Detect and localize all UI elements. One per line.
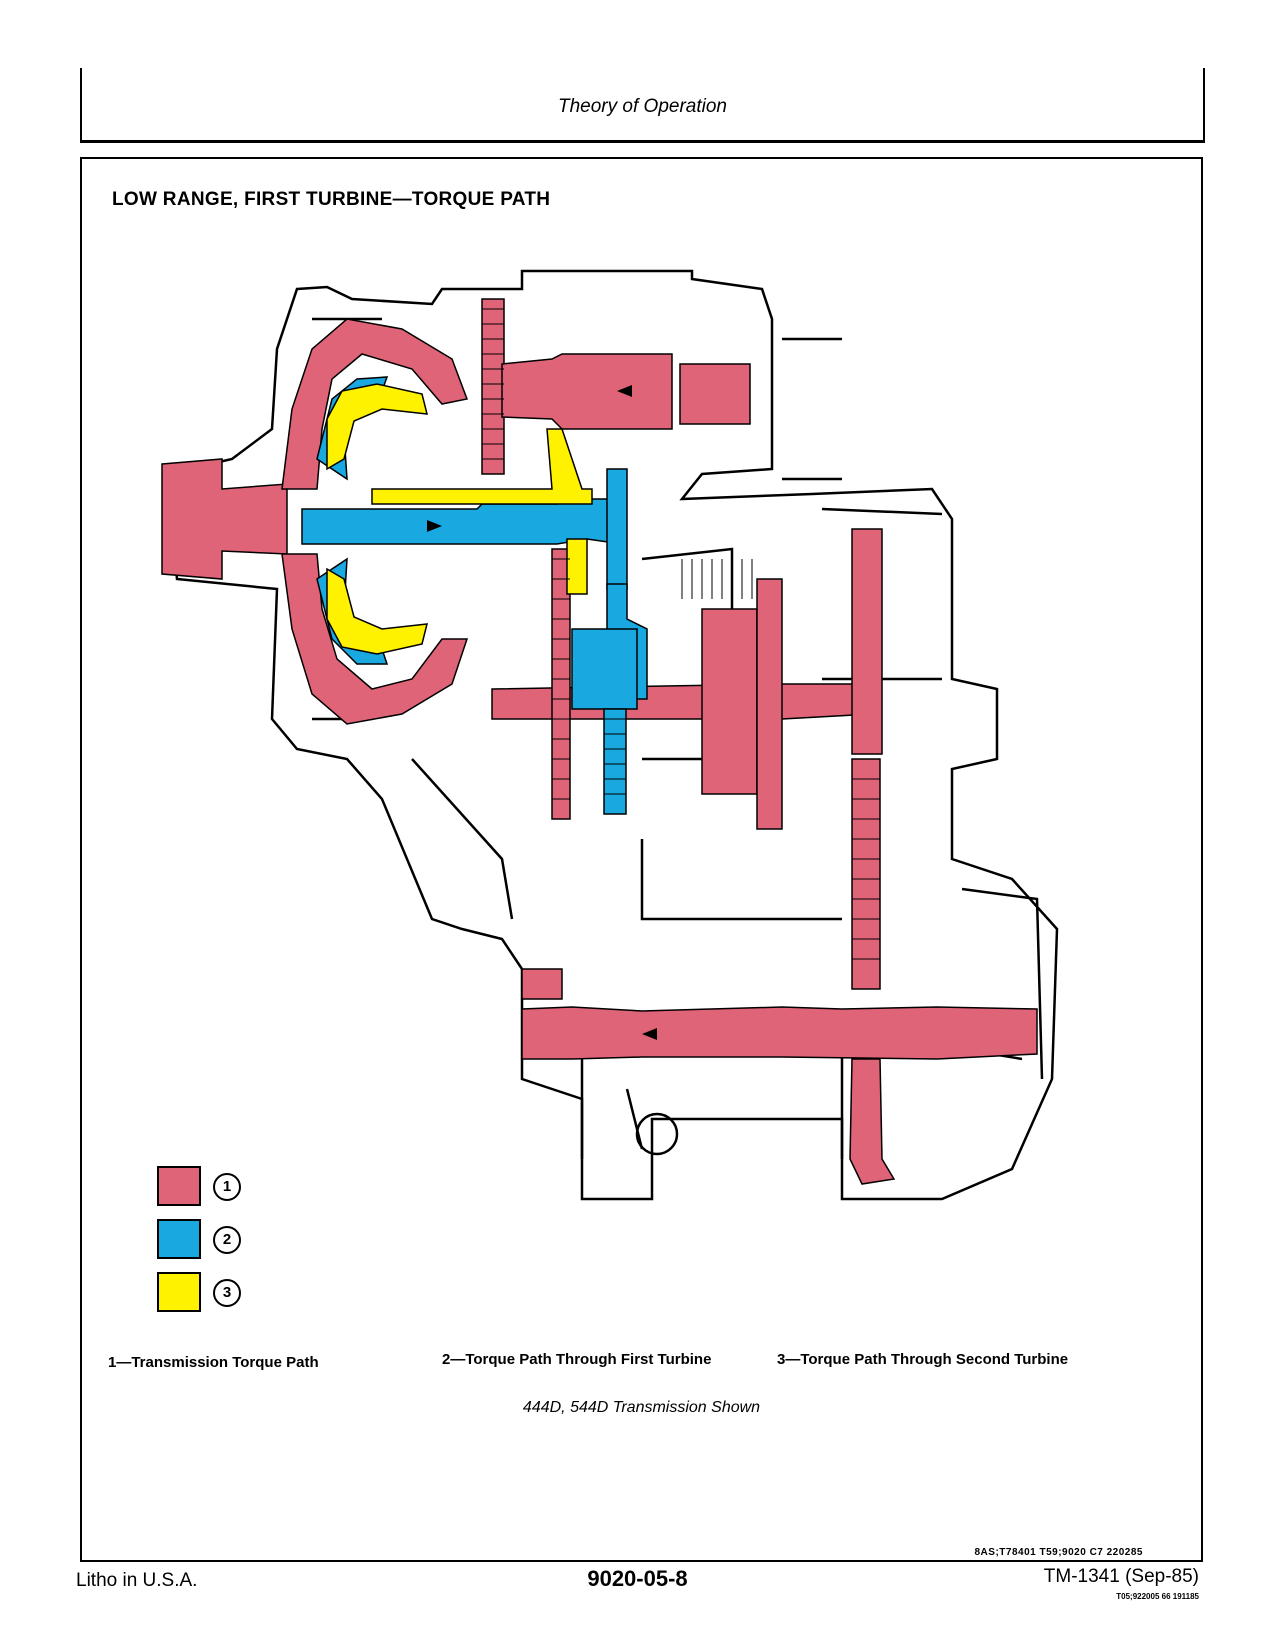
header-frame: Theory of Operation (80, 68, 1205, 143)
legend-swatch-blue (157, 1219, 201, 1259)
legend-item-2: 2 (157, 1219, 257, 1259)
caption-1: 1—Transmission Torque Path (108, 1354, 319, 1371)
first-turbine-gear (571, 628, 638, 710)
section-title: Theory of Operation (558, 96, 727, 117)
legend-number-1: 1 (213, 1173, 241, 1201)
figure-reference-code: 8AS;T78401 T59;9020 C7 220285 (974, 1547, 1143, 1558)
main-shaft (491, 683, 873, 720)
transmission-cutaway-diagram (161, 269, 1059, 1201)
input-flange (161, 458, 288, 580)
page-number: 9020-05-8 (587, 1566, 688, 1591)
figure-title: LOW RANGE, FIRST TURBINE—TORQUE PATH (112, 189, 551, 210)
legend-swatch-pink (157, 1166, 201, 1206)
upper-output-shaft (501, 353, 673, 430)
output-yoke (849, 1058, 896, 1185)
arrow-output-shaft (642, 1028, 657, 1040)
caption-2: 2—Torque Path Through First Turbine (442, 1351, 712, 1368)
transfer-gear (851, 528, 883, 755)
output-shaft (521, 1006, 1038, 1060)
impeller-shell (281, 318, 469, 490)
figure-subcaption: 444D, 544D Transmission Shown (522, 1399, 761, 1416)
legend-item-3: 3 (157, 1272, 257, 1312)
arrow-upper-shaft (617, 385, 632, 397)
footer-litho: Litho in U.S.A. (76, 1570, 198, 1591)
converter-housing (165, 269, 1059, 1201)
upper-drive-gear (481, 298, 505, 475)
legend-item-1: 1 (157, 1166, 257, 1206)
idler-gear-column (551, 548, 571, 820)
legend-number-3: 3 (213, 1279, 241, 1307)
manual-code: T05;922005 66 191185 (1116, 1592, 1199, 1601)
second-turbine-upper (326, 383, 428, 471)
manual-id: TM-1341 (Sep-85) (1043, 1566, 1199, 1587)
second-turbine-shaft (371, 428, 593, 505)
transfer-shaft (851, 758, 881, 990)
legend-swatch-yellow (157, 1272, 201, 1312)
caption-3: 3—Torque Path Through Second Turbine (777, 1351, 1069, 1368)
figure-frame: LOW RANGE, FIRST TURBINE—TORQUE PATH (80, 157, 1203, 1562)
arrow-turbine-shaft (427, 520, 442, 532)
first-turbine-shaft (301, 498, 623, 545)
legend-number-2: 2 (213, 1226, 241, 1254)
second-turbine-lower (326, 567, 428, 655)
